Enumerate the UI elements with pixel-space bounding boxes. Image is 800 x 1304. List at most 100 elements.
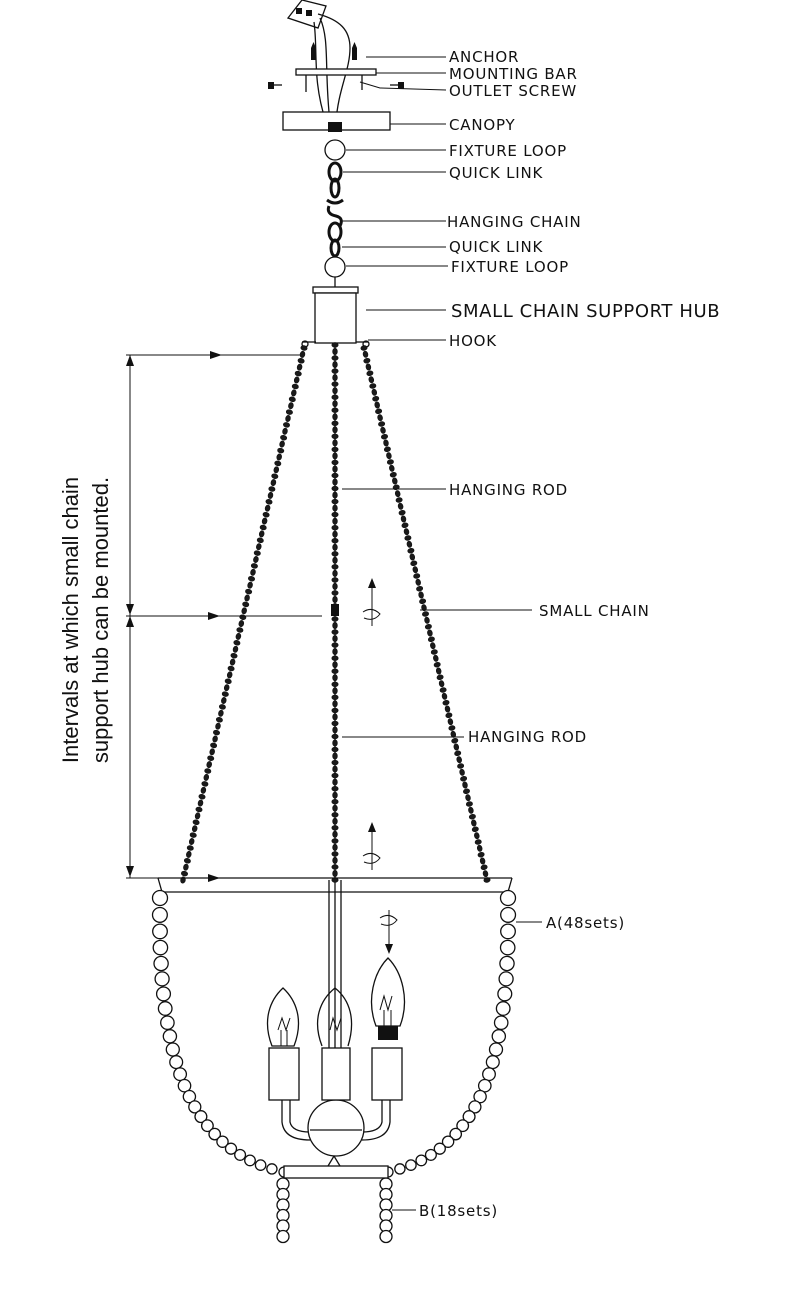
chain-link xyxy=(400,515,407,523)
hanging-chain xyxy=(326,161,344,258)
label-anchor: ANCHOR xyxy=(449,48,519,66)
anchor-right xyxy=(352,42,357,60)
chain-link xyxy=(256,543,262,551)
chain-link xyxy=(433,654,439,662)
chain-link xyxy=(447,718,454,726)
bead xyxy=(194,1110,208,1124)
chain-link xyxy=(413,573,421,579)
bead xyxy=(497,986,513,1002)
small-chain-left xyxy=(180,345,308,884)
bead xyxy=(456,1119,470,1133)
chain-link xyxy=(197,799,204,807)
bead xyxy=(405,1159,417,1171)
chain-link xyxy=(253,550,261,556)
chain-link xyxy=(332,726,338,734)
chain-link xyxy=(291,389,297,397)
chain-link xyxy=(332,595,338,603)
chain-link xyxy=(221,697,227,704)
bead xyxy=(200,1119,214,1133)
chain-link xyxy=(368,376,375,384)
chain-link xyxy=(381,433,388,440)
chain-link xyxy=(332,791,338,799)
rotate-arrow-lower xyxy=(362,822,381,870)
chain-link xyxy=(331,864,339,870)
chain-link xyxy=(457,763,465,769)
chain-link xyxy=(244,594,250,602)
candle-body xyxy=(281,1047,391,1157)
chain-link xyxy=(331,694,339,700)
bead xyxy=(394,1163,406,1175)
chain-link xyxy=(331,551,339,557)
chain-link xyxy=(215,722,221,730)
chain-link xyxy=(377,414,383,422)
chain-link xyxy=(442,699,450,706)
chain-link xyxy=(331,642,339,648)
chain-link xyxy=(454,750,462,757)
chain-link xyxy=(331,577,339,583)
outlet-screw-left xyxy=(268,82,282,89)
chain-link xyxy=(331,799,339,805)
chain-link xyxy=(270,479,277,487)
chain-link xyxy=(300,345,308,351)
bead xyxy=(182,1089,197,1104)
chain-link xyxy=(332,400,338,408)
chain-link xyxy=(332,752,338,760)
chain-link xyxy=(465,794,471,802)
chain-link xyxy=(471,819,477,827)
bead xyxy=(151,906,168,923)
chain-link xyxy=(459,768,465,776)
chain-link xyxy=(401,522,409,529)
chain-link xyxy=(285,409,293,415)
chain-link xyxy=(386,459,394,465)
chain-link xyxy=(294,370,302,377)
chain-link xyxy=(248,575,255,582)
chain-link xyxy=(332,830,338,838)
chain-link xyxy=(471,826,479,833)
bead xyxy=(500,923,516,940)
chain-link xyxy=(201,781,209,787)
chain-link xyxy=(433,661,441,668)
bead xyxy=(157,1001,173,1016)
bead xyxy=(266,1163,278,1175)
chain-link xyxy=(331,472,339,479)
chain-link xyxy=(383,439,389,447)
chain-link xyxy=(389,464,395,472)
chain-link xyxy=(331,759,339,766)
chain-link xyxy=(331,394,339,400)
chain-link xyxy=(412,566,419,574)
chain-link xyxy=(380,426,386,434)
chain-link xyxy=(331,851,339,857)
bead xyxy=(415,1154,428,1167)
chain-link xyxy=(463,788,470,795)
chain-link xyxy=(280,434,288,441)
chain-link xyxy=(332,426,338,434)
chain-link xyxy=(371,388,378,396)
chain-link xyxy=(253,556,259,563)
bead xyxy=(153,955,169,972)
bead xyxy=(177,1078,192,1093)
chain-link xyxy=(241,607,247,615)
chain-link xyxy=(261,517,268,525)
chain-link xyxy=(200,786,207,794)
chain-link xyxy=(416,585,424,592)
chain-link xyxy=(259,524,267,531)
chain-link xyxy=(331,459,339,466)
bead xyxy=(433,1142,446,1155)
chain-link xyxy=(418,591,424,599)
chain-link xyxy=(386,452,392,460)
bead xyxy=(449,1127,463,1141)
chain-link xyxy=(332,452,338,460)
bead xyxy=(169,1055,184,1070)
chain-link xyxy=(226,671,233,679)
chain-link xyxy=(331,564,339,570)
chain-link xyxy=(474,832,480,840)
chain-link xyxy=(331,433,339,439)
chain-link xyxy=(476,844,483,852)
chain-link xyxy=(375,408,383,415)
chain-link xyxy=(424,623,432,630)
chain-link xyxy=(279,440,285,448)
chain-link xyxy=(453,743,460,751)
chain-link xyxy=(480,864,488,871)
chain-link xyxy=(444,705,451,713)
chain-link xyxy=(435,667,442,675)
